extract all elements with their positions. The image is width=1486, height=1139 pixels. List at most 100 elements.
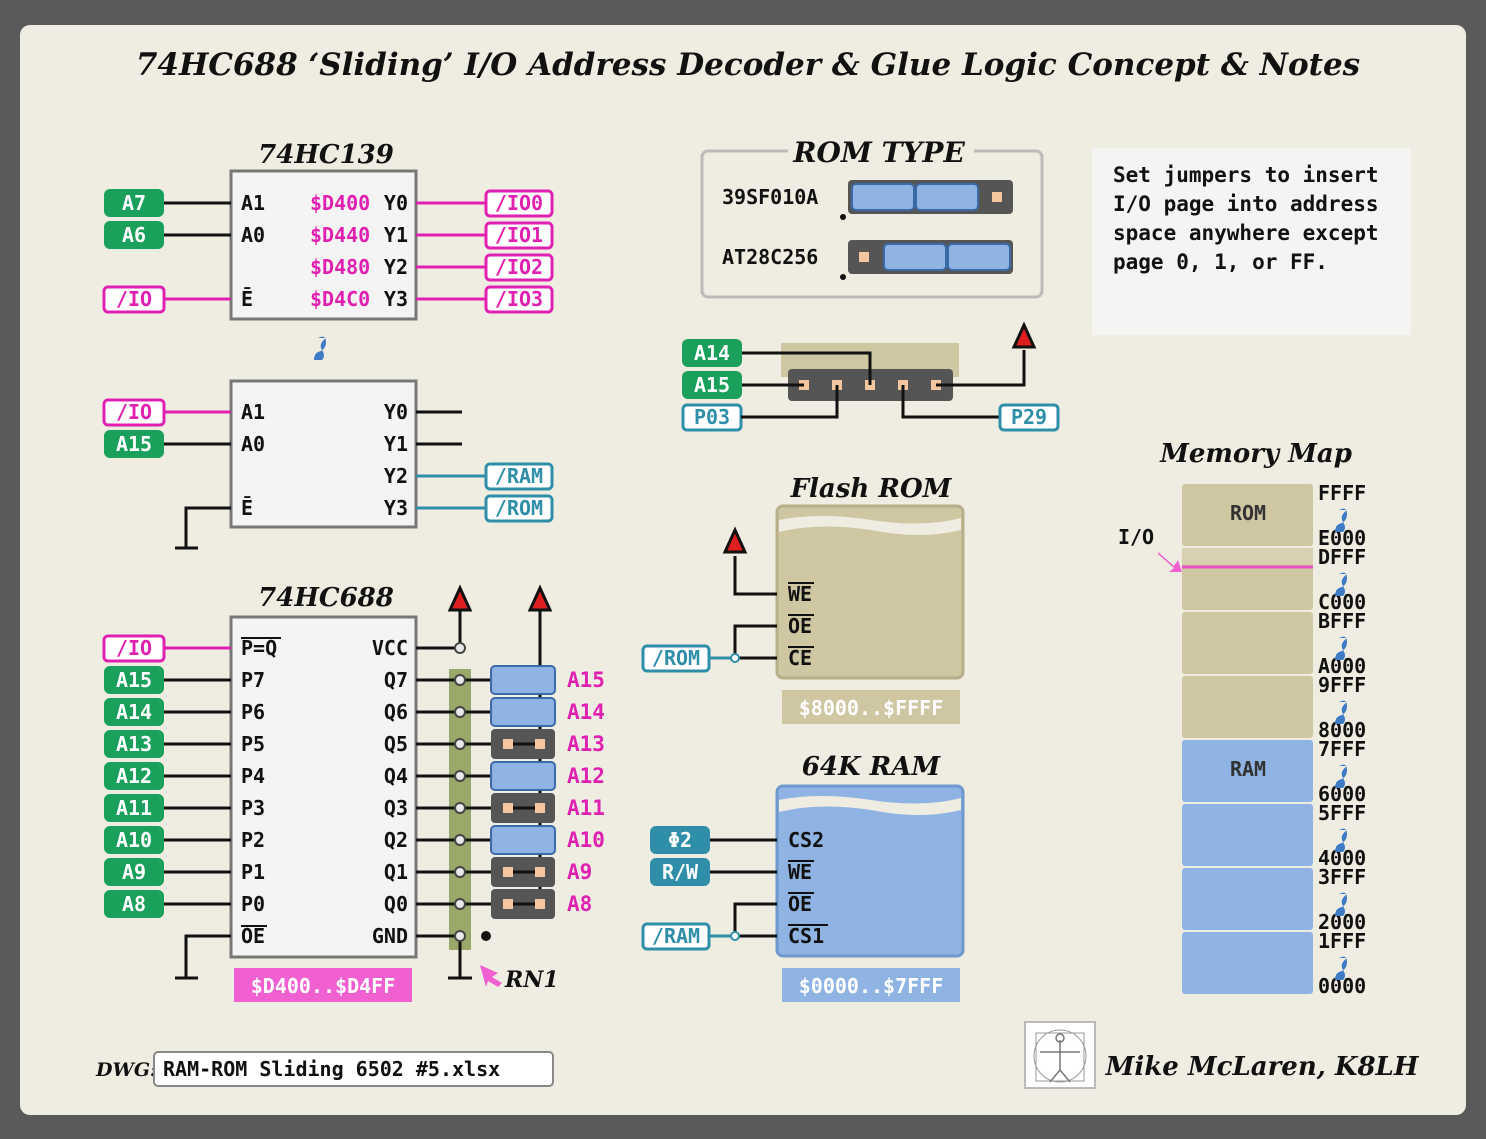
address-range-mark <box>1335 764 1347 788</box>
rom-option-label: 39SF010A <box>722 185 818 209</box>
note-line: page 0, 1, or FF. <box>1113 250 1328 274</box>
io-select-tag-outline <box>484 189 554 218</box>
pin-label: Ē <box>241 496 253 520</box>
chip-select-tag: /RAM <box>495 464 543 488</box>
pin-label: OE <box>788 892 812 916</box>
pin-label: P7 <box>241 668 265 692</box>
note-box <box>1092 148 1411 335</box>
jumper-label: A9 <box>567 860 592 884</box>
chip-break-mark <box>314 336 326 360</box>
rn-node <box>454 898 466 910</box>
signal-tag-bg <box>104 666 164 694</box>
junction <box>730 653 740 663</box>
hc139b-body <box>229 379 418 529</box>
pin1-dot <box>481 931 491 941</box>
p03-tag: P03 <box>694 405 730 429</box>
chip-select-tag: /ROM <box>495 496 543 520</box>
signal-tag-outline <box>102 285 166 314</box>
jumper-pin <box>535 867 545 877</box>
pin-label: Y1 <box>384 223 408 247</box>
signal-tag-bg <box>104 189 164 217</box>
rn-node <box>454 802 466 814</box>
address-range-mark <box>1335 956 1347 980</box>
memory-block-label: RAM <box>1230 757 1266 781</box>
address-top: 3FFF <box>1318 865 1366 889</box>
range-bg <box>234 968 412 1002</box>
pin-label: Q4 <box>384 764 408 788</box>
jumper-pin <box>503 899 513 909</box>
io-select-tag: /IO2 <box>495 255 543 279</box>
io-select-tag: /IO3 <box>495 287 543 311</box>
address-label: $D480 <box>310 255 370 279</box>
logo-figure <box>1040 1040 1080 1083</box>
chip-select-tag-outline <box>484 462 554 491</box>
signal-tag-bg <box>104 430 164 458</box>
signal-tag: A13 <box>116 732 152 756</box>
signal-tag-outline <box>102 634 166 663</box>
address-top: 5FFF <box>1318 801 1366 825</box>
vcc-arrow <box>722 526 748 554</box>
signal-tag: A15 <box>116 668 152 692</box>
memory-block <box>1182 484 1313 546</box>
address-range-mark <box>1335 636 1347 660</box>
a14-tag-bg <box>682 339 742 367</box>
hc688-comparator: 74HC688P=Q/IOP7A15P6A14P5A13P4A12P3A11P2… <box>102 583 605 1002</box>
pin-label: P6 <box>241 700 265 724</box>
rn-node <box>454 706 466 718</box>
rom-jumper-cap <box>915 183 979 211</box>
rom-jumper-cap <box>851 183 915 211</box>
pin-label: WE <box>788 582 812 606</box>
jumper-installed <box>490 665 556 695</box>
pin-label: Y0 <box>384 400 408 424</box>
dwg-filename: RAM-ROM Sliding 6502 #5.xlsx <box>163 1057 500 1081</box>
a15-tag: A15 <box>694 373 730 397</box>
rom-signal-tag: /ROM <box>652 646 700 670</box>
pin-label: A0 <box>241 223 265 247</box>
pin-label: OE <box>241 924 265 948</box>
a15-tag-bg <box>682 371 742 399</box>
rn-node <box>454 834 466 846</box>
a14-wire <box>742 351 872 385</box>
signal-tag-bg <box>104 698 164 726</box>
io-select-tag-outline <box>484 285 554 314</box>
dwg-label: DWG: <box>95 1059 157 1081</box>
vcc-arrow <box>1011 321 1037 349</box>
ram-tear <box>779 796 961 815</box>
io-pointer <box>1158 552 1182 572</box>
page-title: 74HC688 ‘Sliding’ I/O Address Decoder & … <box>136 47 1360 83</box>
enable-ground-wire <box>184 506 231 548</box>
jumper-pin <box>535 899 545 909</box>
rom-option-label: AT28C256 <box>722 245 818 269</box>
jumper-label: A13 <box>567 732 605 756</box>
a14-tag: A14 <box>694 341 730 365</box>
p29-tag-outline <box>998 403 1060 432</box>
pin-label: Y0 <box>384 191 408 215</box>
address-range-mark <box>1335 508 1347 532</box>
rn-node <box>454 930 466 942</box>
pin-label: CS2 <box>788 828 824 852</box>
pin-label: CE <box>788 646 812 670</box>
rn-node <box>454 674 466 686</box>
io-label: I/O <box>1118 525 1154 549</box>
flash-tear <box>779 516 961 535</box>
pin-label: P3 <box>241 796 265 820</box>
p03-wire <box>741 385 839 419</box>
memory-block-label: ROM <box>1230 501 1266 525</box>
address-top: 7FFF <box>1318 737 1366 761</box>
vcc-arrow <box>527 584 553 612</box>
signal-tag: A8 <box>122 892 146 916</box>
signal-tag: A11 <box>116 796 152 820</box>
io-window <box>1182 548 1313 564</box>
jumper-pin <box>503 739 513 749</box>
jumper-label: A8 <box>567 892 592 916</box>
pin-label: P1 <box>241 860 265 884</box>
note-line: space anywhere except <box>1113 221 1379 245</box>
address-label: $D4C0 <box>310 287 370 311</box>
memory-block <box>1182 740 1313 802</box>
io-select-tag-outline <box>484 221 554 250</box>
memory-map: Memory MapROMFFFFE000DFFFC000BFFFA0009FF… <box>1118 439 1366 998</box>
